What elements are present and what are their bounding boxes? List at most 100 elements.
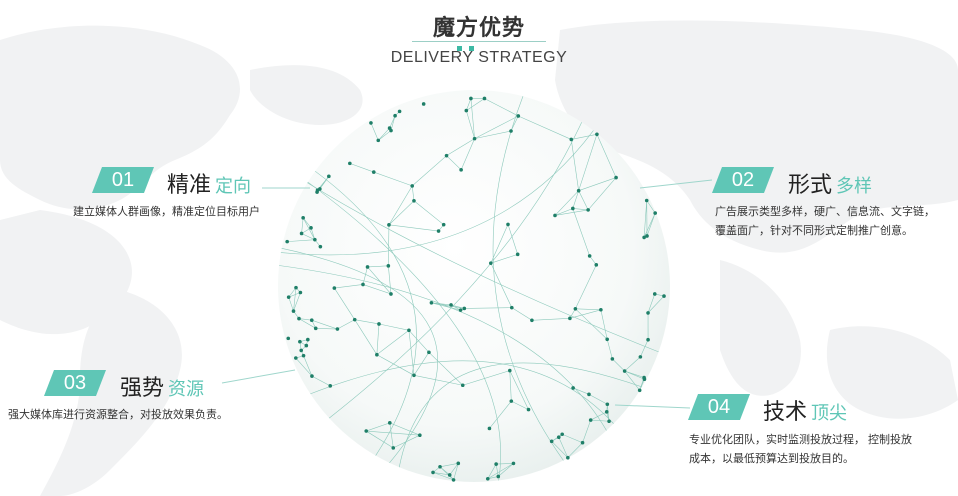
globe-node — [644, 198, 649, 203]
globe-node — [605, 337, 609, 342]
feature-description-line: 成本，以最低预算达到投放目的。 — [689, 453, 854, 465]
globe-node — [494, 462, 498, 466]
globe-node — [436, 229, 441, 233]
globe-node — [306, 337, 310, 342]
globe-node — [526, 407, 531, 412]
feature-description-line: 专业优化团队，实时监测投放过程， 控制投放 — [689, 434, 913, 446]
globe-node — [599, 307, 603, 312]
feature-title-main: 强势 — [120, 375, 165, 400]
globe-node — [594, 263, 599, 267]
globe-node — [294, 285, 298, 290]
globe-node — [553, 213, 557, 218]
globe-node — [511, 461, 516, 466]
globe — [278, 90, 670, 482]
feature-number-badge: 04 — [688, 394, 750, 420]
feature-title-main: 精准 — [167, 172, 212, 197]
globe-node — [298, 290, 303, 295]
feature-number-badge: 03 — [44, 370, 106, 396]
feature-title: 技术顶尖 — [763, 394, 847, 426]
feature-description-line: 建立媒体人群画像，精准定位目标用户 — [73, 206, 260, 218]
globe-node — [376, 138, 381, 143]
section-title: 魔方优势 — [432, 15, 525, 40]
globe-node — [309, 318, 314, 323]
globe-node — [571, 206, 575, 211]
globe-node — [646, 337, 650, 342]
feature-title: 形式多样 — [788, 167, 872, 199]
globe-node — [412, 373, 416, 378]
globe-node — [301, 216, 305, 220]
globe-node — [335, 327, 340, 331]
globe-node — [571, 386, 575, 390]
globe-nodes — [285, 96, 666, 482]
globe-node — [549, 439, 554, 444]
globe-node — [297, 316, 301, 321]
globe-node — [580, 440, 585, 445]
globe-node — [642, 377, 647, 382]
globe-node — [286, 295, 291, 299]
globe-node — [444, 153, 449, 158]
globe-node — [556, 435, 561, 440]
feature-description-line: 强大媒体库进行资源整合，对投放效果负责。 — [8, 409, 228, 421]
globe-node — [469, 96, 473, 101]
globe-node — [397, 109, 402, 114]
feature-title: 强势资源 — [120, 370, 204, 402]
globe-node — [472, 136, 477, 141]
feature-description-line: 广告展示类型多样，硬广、信息流、文字链， — [715, 206, 935, 218]
globe-node — [459, 168, 463, 172]
globe-node — [560, 432, 564, 437]
globe-node — [460, 383, 465, 388]
globe-node — [569, 137, 574, 142]
globe-node — [291, 309, 296, 313]
globe-node — [427, 350, 431, 355]
globe-node — [447, 473, 452, 477]
globe-node — [387, 126, 392, 130]
globe-node — [421, 102, 426, 106]
globe-node — [507, 368, 512, 373]
globe-node — [482, 96, 487, 101]
globe-network — [279, 96, 665, 481]
globe-node — [456, 461, 461, 466]
globe-node — [496, 474, 501, 479]
globe-node — [509, 129, 513, 133]
globe-node — [377, 322, 381, 326]
globe-node — [429, 300, 434, 305]
feature-title-accent: 多样 — [836, 176, 873, 196]
globe-node — [315, 188, 320, 192]
globe-node — [294, 356, 298, 360]
globe-node — [586, 208, 590, 212]
globe-node — [327, 174, 331, 179]
globe-node — [595, 132, 599, 137]
globe-node — [587, 392, 591, 397]
globe-node — [568, 316, 572, 321]
world-map-silhouette — [0, 20, 958, 496]
globe-node — [310, 374, 314, 378]
globe-node — [371, 170, 376, 174]
globe-node — [391, 446, 396, 450]
globe-node — [604, 410, 609, 414]
globe-node — [516, 114, 521, 118]
globe-node — [431, 470, 435, 475]
globe-node — [509, 305, 514, 310]
globe-node — [610, 357, 615, 361]
globe-node — [412, 198, 416, 203]
globe-node — [386, 264, 391, 268]
title-underline — [412, 41, 546, 42]
globe-node — [622, 369, 627, 373]
globe-node — [458, 308, 463, 312]
title-dots — [457, 38, 481, 56]
globe-node — [662, 294, 666, 298]
globe-node — [318, 244, 323, 249]
globe-node — [645, 234, 649, 238]
globe-node — [286, 336, 291, 341]
feature-description: 建立媒体人群画像，精准定位目标用户 — [73, 203, 260, 222]
globe-node — [387, 223, 391, 227]
feature-title-accent: 定向 — [215, 176, 252, 196]
globe-node — [638, 355, 643, 359]
globe-node — [361, 282, 365, 287]
globe-node — [328, 384, 333, 388]
globe-node — [607, 419, 611, 424]
feature-title-accent: 资源 — [168, 379, 205, 399]
globe-node — [389, 292, 393, 296]
feature-description: 强大媒体库进行资源整合，对投放效果负责。 — [8, 406, 228, 425]
